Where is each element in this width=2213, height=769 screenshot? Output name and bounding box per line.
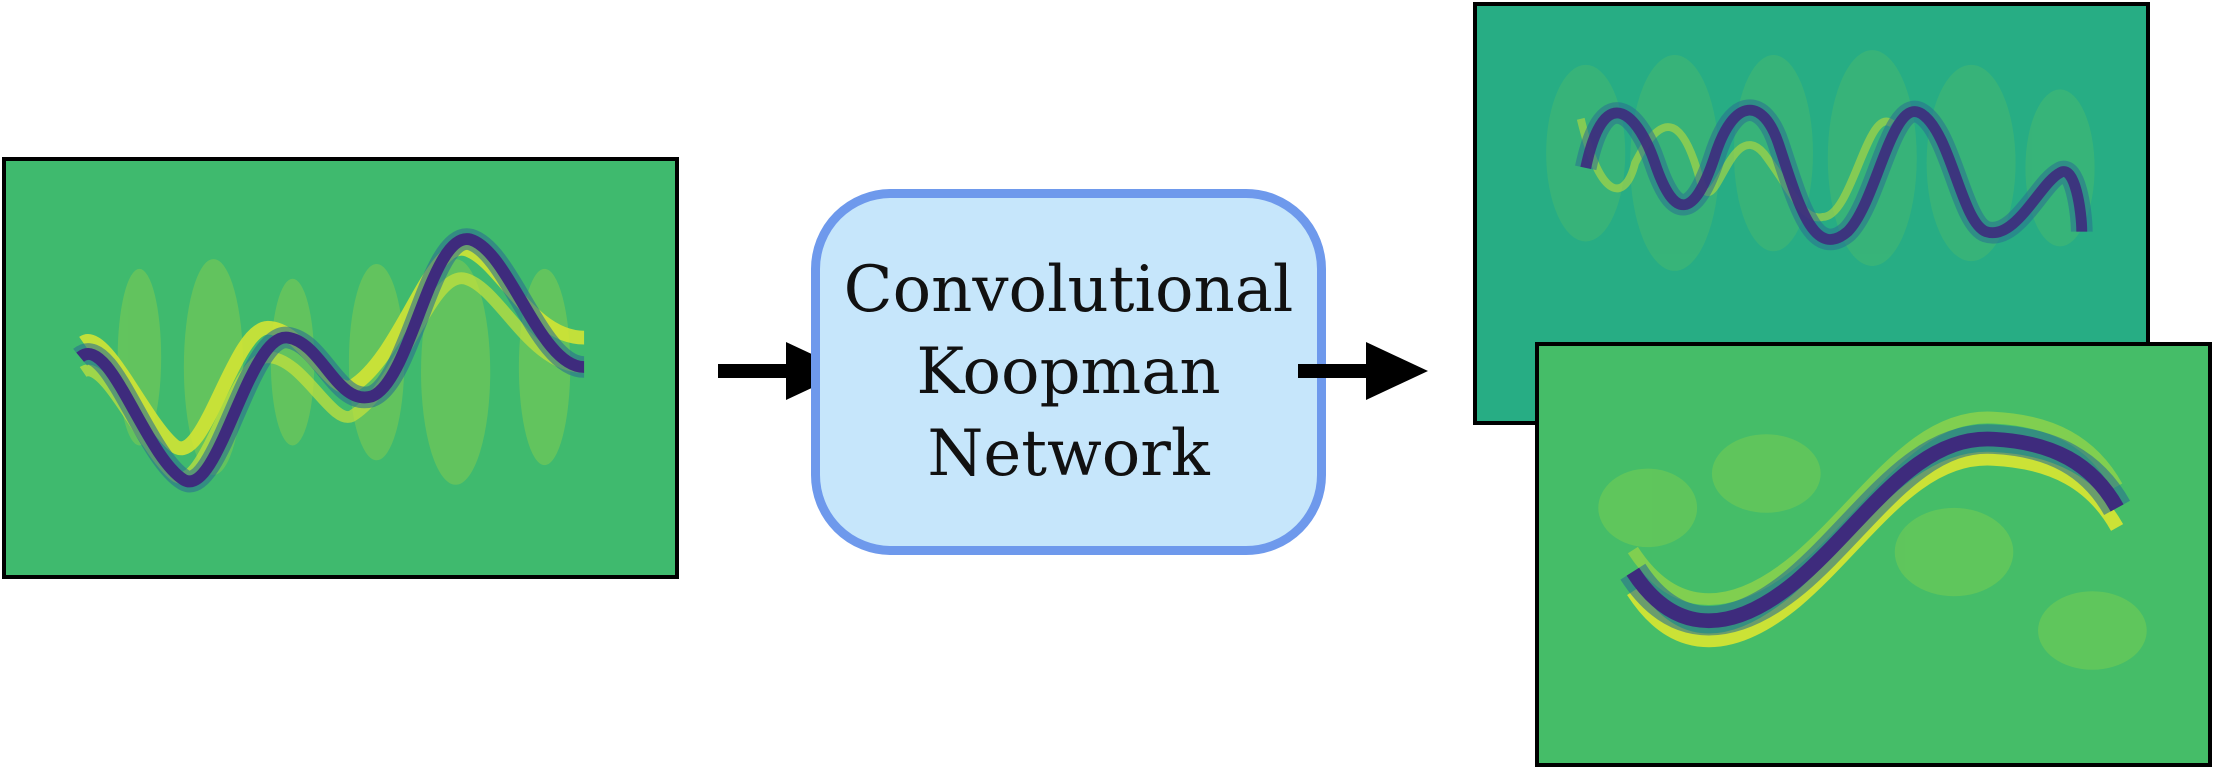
output-bottom-faint-blobs [1598, 434, 2147, 670]
output-bottom-background [1539, 346, 2208, 763]
network-label-line-1: Convolutional [843, 253, 1294, 327]
network-label-line-2: Koopman [916, 335, 1221, 409]
output-mode-bottom-image [1535, 342, 2212, 767]
output-bottom-bright-band-upper [1627, 411, 2123, 605]
input-wave [76, 233, 585, 488]
input-field-image [2, 157, 679, 579]
network-label-line-3: Network [927, 417, 1210, 491]
output-mode-bottom-heatmap [1539, 346, 2208, 763]
output-top-bright-band [1576, 117, 1895, 222]
convolutional-koopman-network-box: Convolutional Koopman Network [811, 189, 1326, 555]
arrow-right-icon [1298, 342, 1428, 400]
input-field-heatmap [6, 161, 675, 575]
output-top-wave [1580, 104, 2088, 245]
output-bottom-wave [1626, 431, 2124, 628]
